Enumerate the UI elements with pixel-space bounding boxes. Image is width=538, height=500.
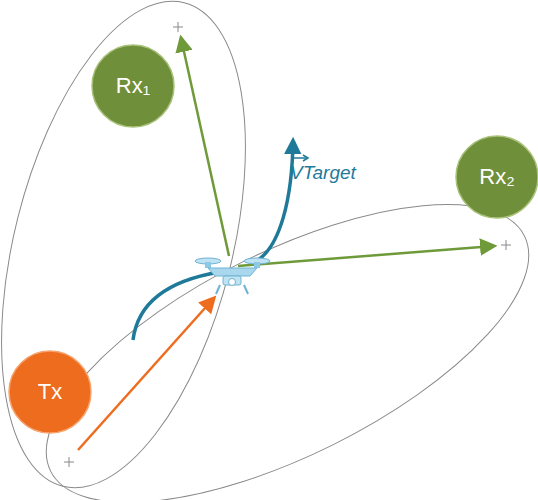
velocity-arrow (258, 142, 293, 260)
station-name: Rx₂ (479, 164, 514, 190)
receive-ray (181, 38, 229, 256)
bistatic-ellipse (5, 145, 538, 500)
receive-ray (238, 246, 494, 266)
station-circle: Tx (8, 350, 92, 434)
drone-icon (195, 258, 270, 294)
station-name: Rx₁ (116, 73, 150, 99)
transmit-ray (78, 298, 214, 450)
station-circle: Rx₂ (455, 135, 538, 219)
vector-accent (292, 155, 308, 161)
focus-marker (64, 22, 511, 467)
bistatic-ellipse (0, 0, 290, 500)
velocity-label: VTarget (290, 162, 356, 184)
trajectory-curve (133, 272, 220, 340)
station-name: Tx (38, 379, 62, 405)
station-circle: Rx₁ (91, 44, 175, 128)
